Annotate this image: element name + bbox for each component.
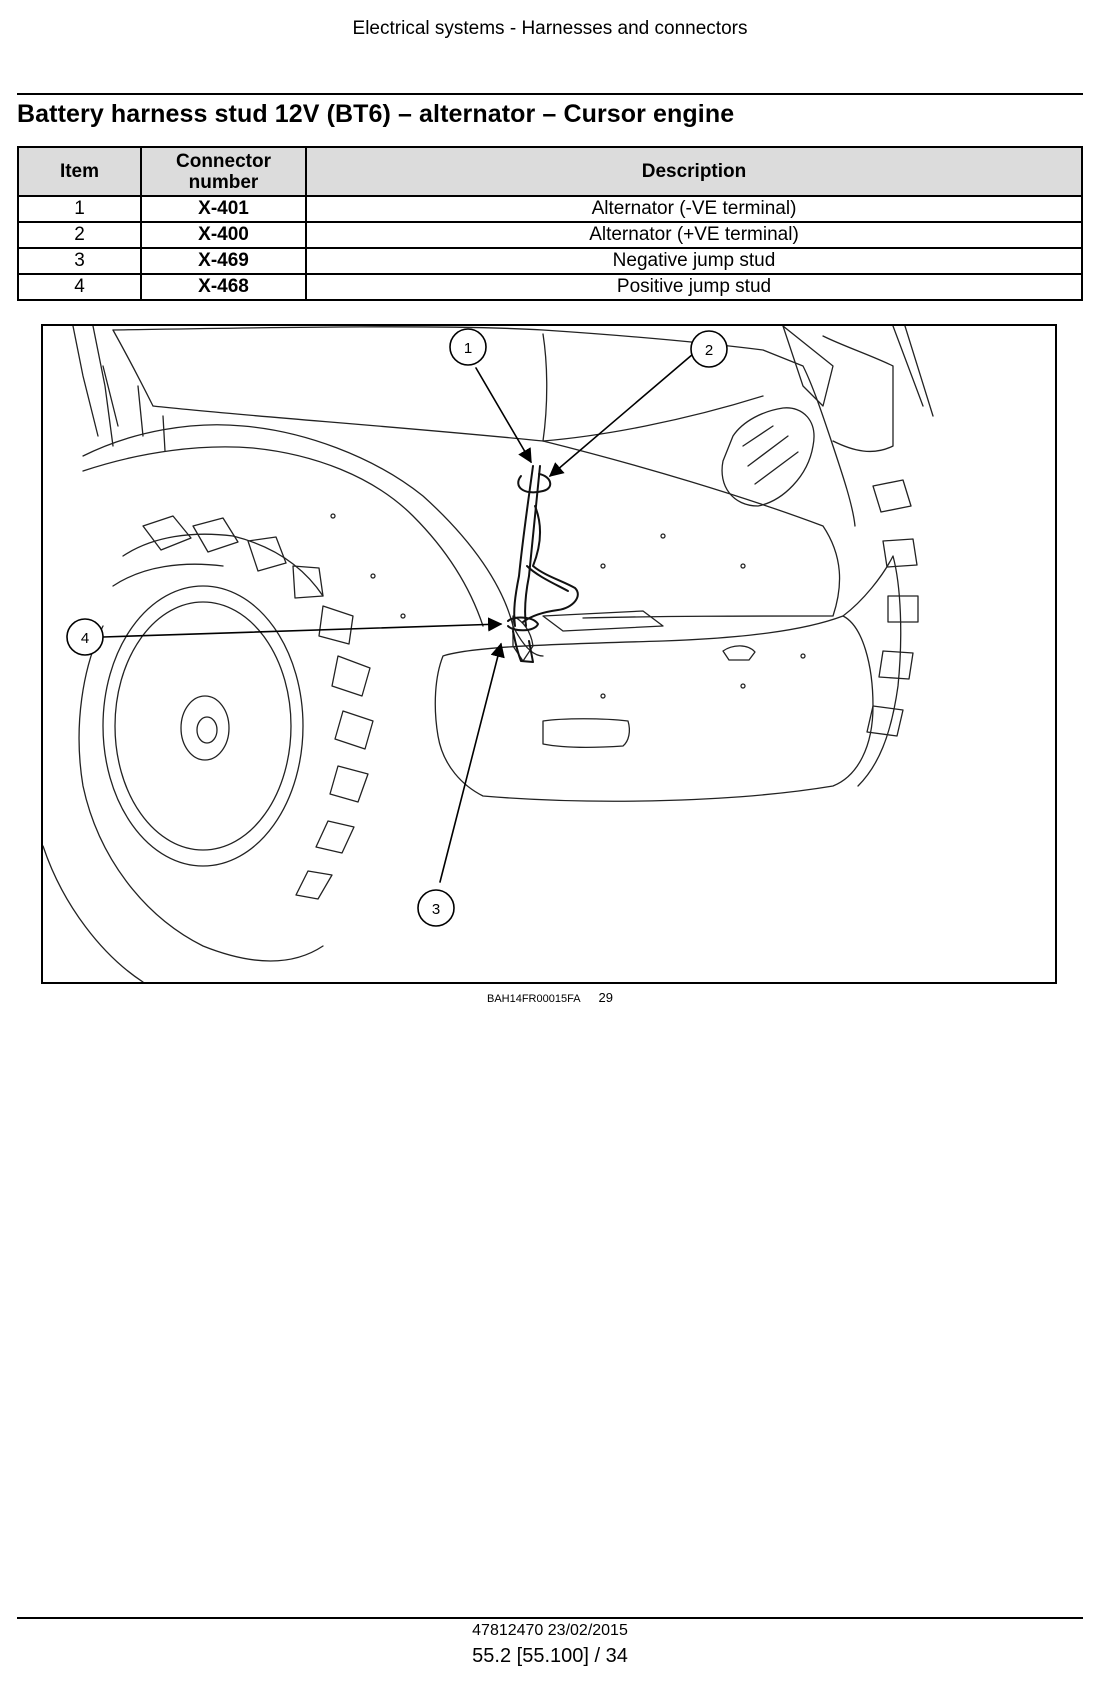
connector-table: Item Connector number Description 1 X-40… [17, 146, 1083, 301]
figure-caption: BAH14FR00015FA 29 [0, 990, 1100, 1005]
column-header-item: Item [17, 146, 142, 197]
cell-item: 2 [17, 221, 142, 249]
table-row: 4 X-468 Positive jump stud [17, 273, 1083, 301]
footer-doc-ref: 47812470 23/02/2015 [472, 1622, 628, 1639]
hood-outline [112, 326, 856, 527]
wheel-rim-outer [102, 585, 304, 867]
top-rule [17, 93, 1083, 95]
image-code: BAH14FR00015FA [486, 993, 581, 1005]
cell-connector: X-400 [140, 221, 307, 249]
cell-description: Alternator (-VE terminal) [305, 195, 1083, 223]
column-header-connector: Connector number [140, 146, 307, 197]
table-row: 1 X-401 Alternator (-VE terminal) [17, 195, 1083, 223]
callout-1: 1 [449, 328, 532, 464]
tractor-drawing [43, 326, 934, 982]
column-header-description: Description [305, 146, 1083, 197]
callout-2-label: 2 [705, 342, 713, 359]
table-row: 2 X-400 Alternator (+VE terminal) [17, 221, 1083, 249]
cell-connector: X-468 [140, 273, 307, 301]
cell-connector: X-401 [140, 195, 307, 223]
callout-1-label: 1 [464, 340, 472, 357]
callout-3-label: 3 [432, 901, 440, 918]
cell-item: 1 [17, 195, 142, 223]
figure-number: 29 [598, 990, 614, 1005]
grille-panel [542, 440, 841, 619]
callout-3: 3 [417, 642, 505, 927]
technical-illustration: 1 2 3 4 [41, 324, 1057, 984]
cell-connector: X-469 [140, 247, 307, 275]
footer-page-ref: 55.2 [55.100] / 34 [472, 1645, 628, 1667]
tyre-treads [112, 515, 374, 900]
cell-description: Alternator (+VE terminal) [305, 221, 1083, 249]
cell-item: 3 [17, 247, 142, 275]
table-row: 3 X-469 Negative jump stud [17, 247, 1083, 275]
bottom-rule [17, 1617, 1083, 1619]
table-header-row: Item Connector number Description [17, 146, 1083, 197]
callout-2: 2 [548, 330, 728, 477]
section-title: Battery harness stud 12V (BT6) – alterna… [17, 100, 735, 128]
front-weight [434, 615, 874, 802]
cell-description: Negative jump stud [305, 247, 1083, 275]
cell-item: 4 [17, 273, 142, 301]
running-header: Electrical systems - Harnesses and conne… [352, 18, 748, 39]
callout-4: 4 [66, 617, 503, 656]
battery-harness [507, 465, 579, 663]
callout-4-label: 4 [81, 630, 89, 647]
cell-description: Positive jump stud [305, 273, 1083, 301]
